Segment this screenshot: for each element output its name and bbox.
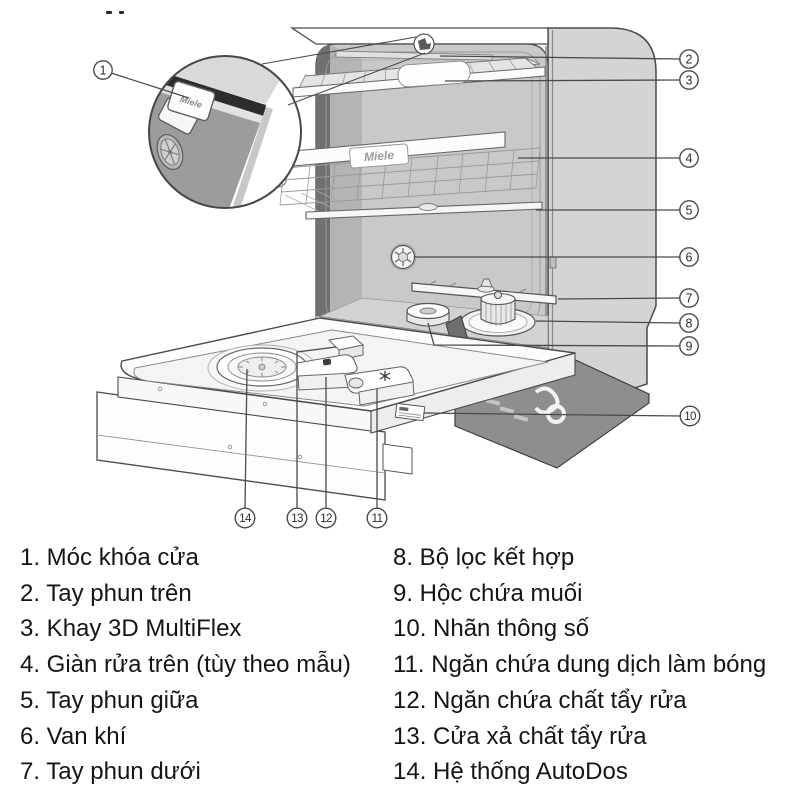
legend-item-5: 5. Tay phun giữa <box>20 686 199 714</box>
callout-5: 5 <box>679 200 699 220</box>
vent-oval <box>156 133 184 171</box>
svg-text:2: 2 <box>686 53 693 67</box>
callout-7: 7 <box>679 288 699 308</box>
callout-10: 10 <box>679 405 701 427</box>
detergent-icon <box>322 358 332 366</box>
callout-leader-lines <box>110 55 682 510</box>
middle-spray-arm <box>305 201 543 220</box>
top-spray-arm <box>335 50 493 61</box>
legend-item-12: 12. Ngăn chứa chất tẩy rửa <box>393 686 687 714</box>
door-lock-catch <box>413 33 435 55</box>
callouts: 1 2 3 4 5 6 7 8 9 10 11 12 13 14 <box>93 49 701 529</box>
callout-8: 8 <box>679 313 699 333</box>
svg-text:9: 9 <box>686 340 693 354</box>
air-valve <box>389 243 417 271</box>
svg-text:12: 12 <box>320 513 332 525</box>
callout-1: 1 <box>93 60 113 80</box>
legend-item-10: 10. Nhãn thông số <box>393 615 590 643</box>
upper-basket: Miele <box>255 131 541 213</box>
lock-tag: Miele <box>167 80 216 122</box>
legend-item-1: 1. Móc khóa cửa <box>20 544 199 571</box>
salt-container <box>406 302 450 327</box>
rinse-aid-compartment <box>344 366 415 406</box>
callout-11: 11 <box>366 507 388 529</box>
callout-12: 12 <box>315 507 337 529</box>
legend-item-14: 14. Hệ thống AutoDos <box>393 758 628 786</box>
legend-right-column: 8. Bộ lọc kết hợp 9. Hộc chứa muối 10. N… <box>393 540 766 790</box>
svg-text:14: 14 <box>239 513 252 525</box>
tub-left-wall <box>330 45 362 320</box>
brand-text-basket: Miele <box>363 148 394 164</box>
autodos-dispenser <box>207 344 317 392</box>
inset-connector-lines <box>261 36 426 106</box>
legend-left-column: 1. Móc khóa cửa 2. Tay phun trên 3. Khay… <box>20 540 351 790</box>
legend-item-3: 3. Khay 3D MultiFlex <box>20 615 242 643</box>
crop-artifact-dash <box>106 11 112 14</box>
svg-text:5: 5 <box>686 204 693 218</box>
legend-item-9: 9. Hộc chứa muối <box>393 579 583 607</box>
rinse-aid-cap <box>348 377 364 389</box>
svg-text:10: 10 <box>684 411 696 423</box>
door-lock-slot <box>549 256 557 269</box>
legend-item-13: 13. Cửa xả chất tẩy rửa <box>393 722 647 750</box>
lower-spray-arm <box>411 278 557 305</box>
callout-14: 14 <box>234 507 256 529</box>
miele-plaque: Miele <box>349 143 409 169</box>
dishwasher-diagram: Miele <box>93 27 701 529</box>
callout-3: 3 <box>679 70 699 90</box>
svg-text:6: 6 <box>686 251 693 265</box>
callout-9: 9 <box>679 336 699 356</box>
legend-item-8: 8. Bộ lọc kết hợp <box>393 544 575 571</box>
svg-text:13: 13 <box>291 513 303 525</box>
svg-text:3: 3 <box>686 74 693 88</box>
tub-interior <box>314 43 549 351</box>
rinse-aid-icon <box>379 371 391 381</box>
crop-artifact-dash <box>119 11 124 14</box>
legend-item-4: 4. Giàn rửa trên (tùy theo mẫu) <box>20 651 351 679</box>
legend-item-6: 6. Van khí <box>20 722 127 750</box>
combi-filter <box>460 291 536 337</box>
legend-item-7: 7. Tay phun dưới <box>20 758 201 786</box>
callout-13: 13 <box>286 507 308 529</box>
legend-item-11: 11. Ngăn chứa dung dịch làm bóng <box>393 651 767 679</box>
door-foot-block <box>382 443 413 475</box>
callout-6: 6 <box>679 247 699 267</box>
svg-text:11: 11 <box>372 513 383 525</box>
door-open <box>96 317 576 501</box>
svg-text:7: 7 <box>686 292 693 306</box>
svg-text:8: 8 <box>686 317 693 331</box>
callout-4: 4 <box>679 148 699 168</box>
svg-text:1: 1 <box>100 64 107 78</box>
legend-item-2: 2. Tay phun trên <box>20 579 192 607</box>
data-plate <box>394 402 426 422</box>
tray-handle <box>397 60 471 88</box>
drain-hose <box>534 386 560 415</box>
callout-2: 2 <box>679 49 699 69</box>
svg-text:4: 4 <box>686 152 693 166</box>
